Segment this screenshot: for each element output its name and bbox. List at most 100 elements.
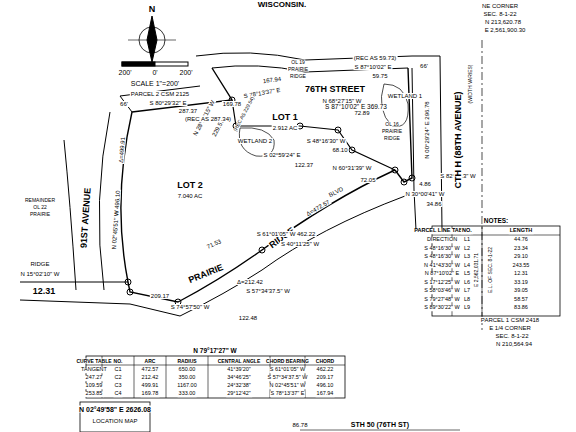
map-label: S 80°29'32" E [148,100,187,106]
table-header: CURVE TABLE [75,358,112,363]
table-cell: TANGENT [80,367,108,373]
table-cell: 23.34 [513,246,529,252]
map-label: REMAINDER [24,198,56,203]
table-cell: C3 [113,383,122,389]
map-label: S 48°16'30" W [306,138,347,144]
table-cell: 247.27 [85,375,104,381]
table-cell: 169.78 [141,391,160,397]
map-label: 7.040 AC [177,193,204,199]
table-cell: 83.86 [513,305,529,311]
map-label: N 30°00'41" W [404,191,445,197]
table-cell: S 58°03'46" W [423,288,460,294]
map-label: WETLAND 2 [237,138,273,144]
table-cell: S 57°34'37.5" W [266,375,308,381]
table-cell: L7 [463,288,471,294]
map-label: 287.37 [178,108,198,114]
table-title: NOTES: [483,218,510,225]
table-cell: S 17°12'25" W [423,280,460,286]
table-cell: 58.57 [513,297,529,303]
map-label: RIDGE [29,261,50,267]
map-label: OL 16 [384,122,399,127]
map-label: N 210,564.94 [495,341,533,347]
map-label: Δ=472.57 [304,198,331,217]
map-label: 72.89 [353,110,370,116]
table-cell: L2 [463,246,471,252]
table-cell: 472.57 [141,367,160,373]
table-cell: L8 [463,297,471,303]
map-label: 2.912 AC [272,125,299,131]
map-label: N 60°31'39" W [331,165,372,171]
map-label: 59.75 [371,73,388,79]
table-cell: L5 [463,271,471,277]
table-header: RADIUS [176,358,197,363]
table-header: ARC [144,358,157,363]
map-label: 200' [178,69,193,76]
table-cell: N 02°45'51" W [269,383,307,389]
table-cell: N 41°43'30" W [423,263,461,269]
map-label: 122.37 [294,162,314,168]
map-label: 68.10 [331,147,348,153]
table-cell: 209.17 [316,375,335,381]
map-label: PRAIRIE [29,212,51,217]
map-label: SCALE 1"=200' [130,80,180,87]
table-cell: S 48°16'30" W [423,254,460,260]
map-label: PARCEL 2 CSM 2125 [130,91,190,97]
map-label: 200' [117,69,132,76]
map-label: 209.17 [150,293,170,299]
map-label: PARCEL 1 CSM 2418 [480,317,540,323]
map-label: WETLAND 1 [387,93,423,99]
map-label: WISCONSIN. [257,1,307,9]
map-label: PRAIRIE [287,67,309,72]
map-label: RIDGE [289,74,307,79]
map-label: (WIDTH VARIES) [468,63,473,104]
table-cell: C1 [113,367,122,373]
table-cell: 1167.00 [176,383,197,389]
table-cell: C4 [113,391,122,397]
map-label: 4.86 [418,181,432,187]
map-label: E 1/4 CORNER [488,325,532,331]
map-label: Δ=499.91 [118,136,126,164]
map-label: 76TH STREET [304,85,366,94]
map-label: NE CORNER [481,3,519,9]
table-cell: 333.00 [178,391,197,397]
table-header: CENTRAL ANGLE [217,358,262,363]
table-cell: DIRECTION [426,237,458,243]
map-label: N [148,5,157,14]
table-cell: 33.19 [513,280,529,286]
map-label: (REC AS 59.73) [353,55,398,61]
map-label: SEC. 8-1-22 [494,333,529,339]
map-label: N 02°49'58" E 2626.08 [78,406,152,413]
table-cell: 167.94 [316,391,335,397]
map-label: 86.78 [291,422,308,428]
table-cell: S 79°27'48" W [423,297,460,303]
map-label: 34.86 [425,201,442,207]
table-cell: L3 [463,254,471,260]
map-label: SEC. 8-1-22 [482,11,517,17]
table-header: LENGTH [509,228,534,234]
map-label: E 2,562,031.71 [474,252,479,288]
table-cell: 253.85 [85,391,104,397]
table-cell: 462.22 [316,367,335,373]
table-cell: S 61°01'05" W [269,367,306,373]
map-label: 66' [119,101,129,107]
table-title: N 79°17'27" W [192,348,237,355]
table-header: NO. [113,358,124,363]
map-label: S 74°57'50" W [170,304,211,310]
map-label: LOT 2 [176,181,204,190]
table-cell: 496.10 [316,383,335,389]
table-cell: S 48°16'30" W [423,246,460,252]
table-cell: 350.00 [178,375,197,381]
map-label: OL 19 [290,60,305,65]
map-label: CTH H (88TH AVENUE) [454,90,463,189]
map-label: PRAIRIE [381,129,403,134]
table-cell: S 78°13'37" E [270,391,306,397]
map-label: S 61°01'05" W 462.22 [256,231,317,237]
table-cell: 44.76 [513,237,529,243]
map-label: 122.48 [238,315,258,321]
map-label: 169.78 [222,101,242,107]
table-cell: 29.10 [513,254,529,260]
map-label: 72.05 [359,177,376,183]
map-label: 66' [419,63,429,69]
table-cell: L6 [463,280,471,286]
